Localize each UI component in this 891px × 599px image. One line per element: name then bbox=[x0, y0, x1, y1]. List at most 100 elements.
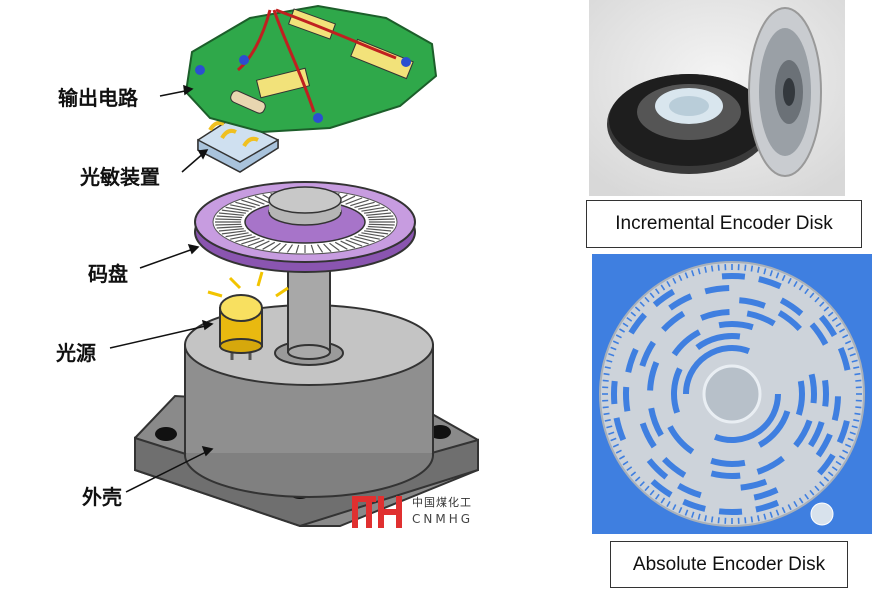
code-track-segment bbox=[721, 272, 746, 280]
output-circuit-pcb bbox=[184, 4, 438, 134]
outer-tick bbox=[630, 311, 637, 317]
code-track-segment bbox=[755, 499, 780, 513]
outer-tick bbox=[809, 292, 815, 299]
outer-tick bbox=[775, 272, 780, 279]
incremental-encoder-disk-photo bbox=[589, 0, 845, 196]
code-track-segment bbox=[815, 433, 833, 458]
outer-tick bbox=[672, 504, 677, 511]
outer-tick bbox=[855, 379, 862, 382]
outer-tick bbox=[835, 460, 842, 466]
disk-slot bbox=[354, 236, 375, 243]
outer-tick bbox=[787, 277, 792, 284]
outer-tick bbox=[619, 455, 625, 460]
outer-tick bbox=[626, 466, 633, 472]
label-photosensor: 光敏装置 bbox=[80, 165, 160, 189]
outer-tick bbox=[854, 372, 861, 376]
disk-slot bbox=[368, 218, 395, 221]
outer-tick bbox=[793, 501, 798, 507]
code-track-segment bbox=[650, 479, 673, 498]
disk-slot bbox=[262, 241, 276, 250]
outer-tick bbox=[793, 281, 798, 287]
code-track-segment bbox=[667, 425, 695, 455]
outer-tick bbox=[684, 509, 689, 516]
outer-tick bbox=[814, 485, 820, 492]
disk-slot bbox=[247, 197, 265, 205]
disk-slot bbox=[334, 241, 348, 250]
code-track-segment bbox=[740, 478, 768, 491]
outer-tick bbox=[610, 346, 617, 351]
outer-tick bbox=[626, 316, 633, 322]
outer-tick bbox=[678, 506, 683, 514]
disk-slot bbox=[241, 237, 260, 245]
outer-tick bbox=[666, 281, 671, 287]
disk-slot bbox=[286, 244, 294, 253]
outer-tick bbox=[610, 437, 617, 442]
code-track-segment bbox=[625, 348, 639, 373]
code-track-segment bbox=[795, 380, 805, 416]
code-track-segment bbox=[808, 373, 817, 404]
logo-chinese-text: 中国煤化工 bbox=[412, 496, 472, 509]
outer-tick bbox=[717, 264, 720, 271]
outer-tick bbox=[823, 476, 830, 482]
disk-slot bbox=[364, 209, 389, 214]
disk-slot bbox=[215, 218, 242, 221]
outer-tick bbox=[622, 460, 629, 466]
outer-tick bbox=[804, 493, 810, 500]
outer-tick bbox=[827, 311, 834, 317]
outer-tick bbox=[672, 277, 677, 284]
code-track-segment bbox=[682, 498, 706, 512]
outer-tick bbox=[809, 489, 815, 496]
code-track-segment bbox=[822, 379, 830, 407]
outer-tick bbox=[608, 353, 615, 357]
label-output-circuit: 输出电路 bbox=[58, 86, 138, 110]
disk-slot bbox=[358, 234, 380, 240]
disk-slot bbox=[270, 242, 281, 252]
outer-tick bbox=[630, 471, 637, 477]
outer-tick bbox=[612, 443, 620, 448]
label-arrows bbox=[109, 84, 214, 493]
code-track-segment bbox=[718, 508, 743, 516]
disk-slot bbox=[221, 230, 246, 235]
code-track-segment bbox=[648, 407, 664, 437]
logo-english-text: CNMHG bbox=[412, 512, 474, 526]
outer-tick bbox=[775, 509, 780, 516]
outer-tick bbox=[839, 328, 845, 333]
disk-slot bbox=[316, 244, 324, 253]
disk-slot bbox=[230, 204, 252, 210]
code-track-segment bbox=[836, 420, 850, 444]
outer-tick bbox=[819, 301, 825, 307]
outer-tick bbox=[704, 266, 707, 273]
code-track-segment bbox=[646, 458, 669, 480]
outer-tick bbox=[769, 270, 773, 277]
outer-tick bbox=[606, 359, 613, 363]
disk-slot bbox=[216, 215, 243, 219]
outer-tick bbox=[781, 506, 786, 514]
outer-tick bbox=[619, 328, 625, 333]
outer-tick bbox=[615, 449, 622, 454]
outer-tick bbox=[644, 485, 650, 492]
outer-tick bbox=[608, 431, 615, 435]
code-track-segment bbox=[622, 386, 631, 412]
code-track-segment bbox=[831, 396, 841, 422]
disk-slot bbox=[367, 225, 394, 229]
disk-slot bbox=[235, 236, 256, 243]
outer-tick bbox=[849, 431, 856, 435]
outer-tick bbox=[649, 489, 655, 496]
outer-tick bbox=[854, 412, 861, 416]
outer-tick bbox=[842, 334, 849, 339]
outer-tick bbox=[678, 274, 683, 282]
code-track-segment bbox=[757, 410, 791, 448]
disk-slot bbox=[340, 195, 356, 204]
code-track-segment bbox=[793, 419, 813, 448]
disk-slot bbox=[354, 201, 375, 208]
outer-tick bbox=[612, 340, 620, 345]
label-code-disk: 码盘 bbox=[88, 262, 128, 286]
code-track-segment bbox=[661, 310, 686, 332]
code-track-segment bbox=[610, 380, 618, 405]
outer-tick bbox=[704, 515, 707, 522]
outer-tick bbox=[606, 425, 613, 429]
disk-slot bbox=[361, 232, 385, 238]
disk-slot bbox=[241, 199, 260, 207]
label-light-source: 光源 bbox=[56, 341, 96, 365]
outer-tick bbox=[634, 476, 641, 482]
